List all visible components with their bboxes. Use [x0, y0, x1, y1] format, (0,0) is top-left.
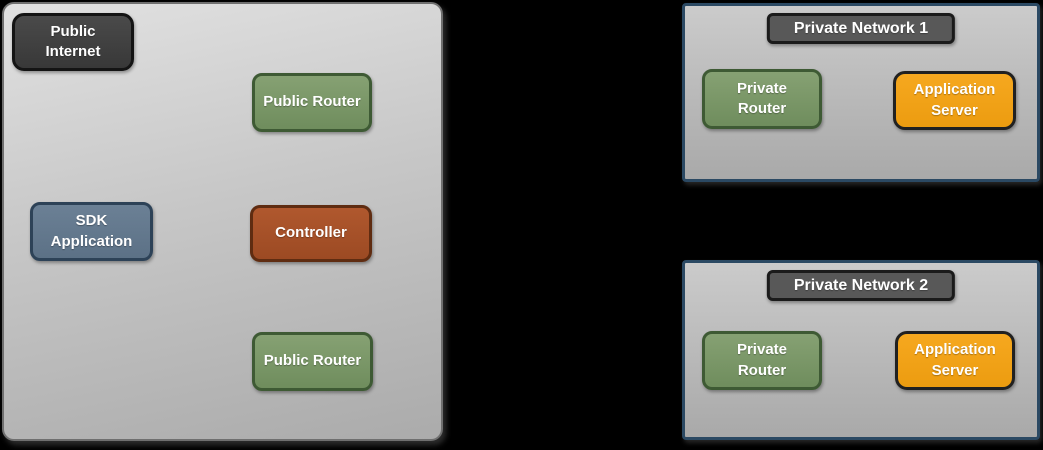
private-network-2-title: Private Network 2: [766, 270, 956, 302]
public-cloud-container: Public Internet Public Router SDK Applic…: [2, 2, 443, 441]
public-internet-node: Public Internet: [12, 13, 134, 71]
private-network-2-application-server-node: Application Server: [895, 331, 1015, 390]
private-network-2-container: Private Network 2 Private Router Applica…: [682, 260, 1040, 440]
private-network-1-private-router-node: Private Router: [702, 69, 822, 129]
private-network-1-container: Private Network 1 Private Router Applica…: [682, 3, 1040, 182]
controller-node: Controller: [250, 205, 372, 262]
public-router-bottom-node: Public Router: [252, 332, 373, 391]
private-network-2-private-router-node: Private Router: [702, 331, 822, 390]
private-network-1-application-server-node: Application Server: [893, 71, 1016, 130]
private-network-1-title: Private Network 1: [766, 13, 956, 45]
public-router-top-node: Public Router: [252, 73, 372, 132]
sdk-application-node: SDK Application: [30, 202, 153, 261]
